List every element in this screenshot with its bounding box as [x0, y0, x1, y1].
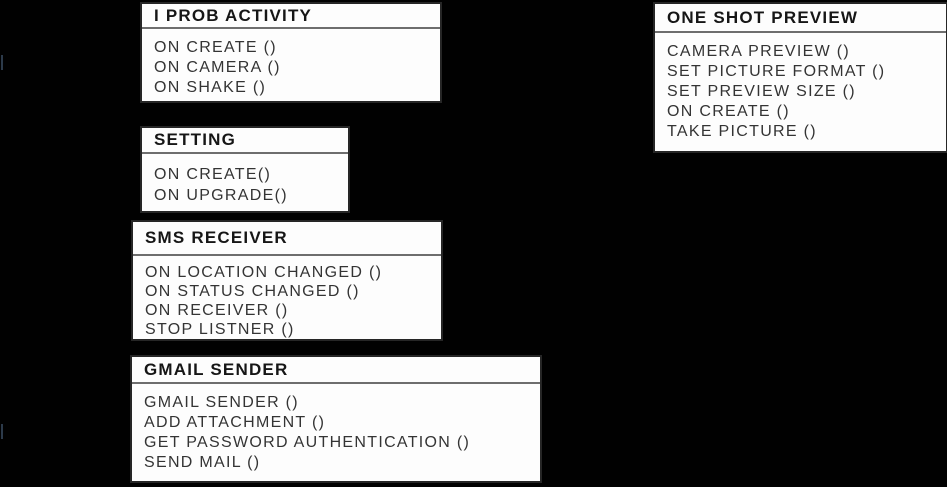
method-label: SEND MAIL () [144, 454, 261, 471]
class-methods-gmail-sender: GMAIL SENDER () ADD ATTACHMENT () GET PA… [132, 384, 540, 473]
method-label: ON CREATE () [154, 39, 277, 56]
class-methods-setting: ON CREATE() ON UPGRADE() [142, 154, 348, 206]
method-label: STOP LISTNER () [145, 321, 295, 338]
method-label: SET PREVIEW SIZE () [667, 83, 856, 100]
class-methods-one-shot-preview: CAMERA PREVIEW () SET PICTURE FORMAT () … [655, 33, 946, 142]
method-label: ON RECEIVER () [145, 302, 289, 319]
class-title-setting: SETTING [142, 128, 348, 154]
method-label: TAKE PICTURE () [667, 123, 817, 140]
class-title-gmail-sender: GMAIL SENDER [132, 357, 540, 384]
method-label: ON LOCATION CHANGED () [145, 264, 383, 281]
method-label: ON SHAKE () [154, 79, 267, 96]
method-label: GMAIL SENDER () [144, 394, 299, 411]
class-title-sms-receiver: SMS RECEIVER [133, 222, 441, 256]
method-label: ON CREATE() [154, 166, 272, 183]
left-edge-artifact [1, 55, 3, 70]
class-box-gmail-sender: GMAIL SENDER GMAIL SENDER () ADD ATTACHM… [130, 355, 542, 483]
class-box-i-prob-activity: I PROB ACTIVITY ON CREATE () ON CAMERA (… [140, 2, 442, 103]
method-label: SET PICTURE FORMAT () [667, 63, 886, 80]
class-box-setting: SETTING ON CREATE() ON UPGRADE() [140, 126, 350, 213]
method-label: GET PASSWORD AUTHENTICATION () [144, 434, 471, 451]
class-methods-i-prob-activity: ON CREATE () ON CAMERA () ON SHAKE () [142, 29, 440, 98]
method-label: ON CREATE () [667, 103, 790, 120]
method-label: ON STATUS CHANGED () [145, 283, 360, 300]
left-edge-artifact [1, 424, 3, 439]
method-label: ON UPGRADE() [154, 187, 288, 204]
class-methods-sms-receiver: ON LOCATION CHANGED () ON STATUS CHANGED… [133, 256, 441, 339]
method-label: ON CAMERA () [154, 59, 281, 76]
class-box-sms-receiver: SMS RECEIVER ON LOCATION CHANGED () ON S… [131, 220, 443, 341]
class-box-one-shot-preview: ONE SHOT PREVIEW CAMERA PREVIEW () SET P… [653, 2, 947, 153]
method-label: ADD ATTACHMENT () [144, 414, 326, 431]
class-title-i-prob-activity: I PROB ACTIVITY [142, 4, 440, 29]
class-title-one-shot-preview: ONE SHOT PREVIEW [655, 4, 946, 33]
method-label: CAMERA PREVIEW () [667, 43, 851, 60]
